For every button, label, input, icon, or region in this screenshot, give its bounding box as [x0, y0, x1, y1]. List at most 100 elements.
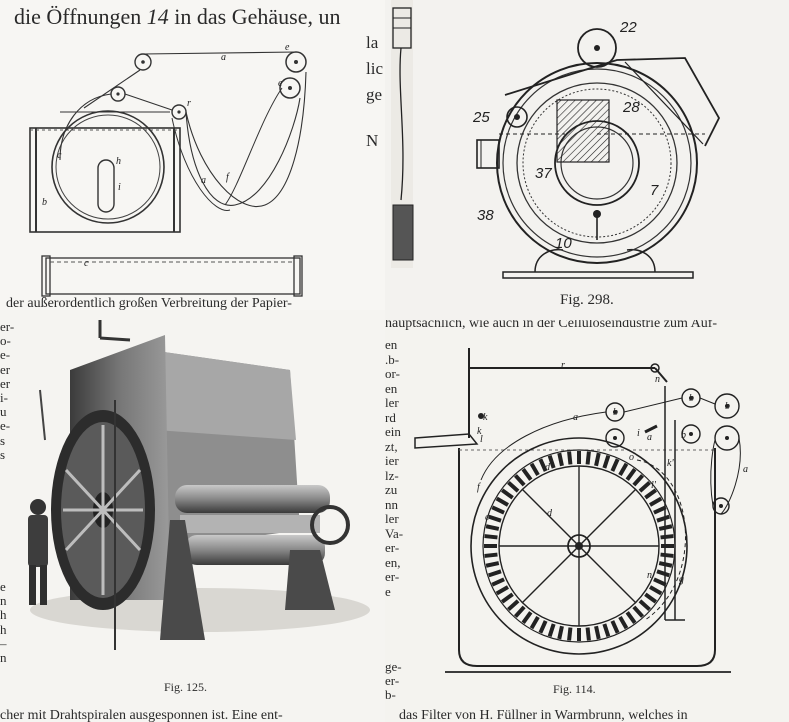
margin-fragment: er-	[385, 540, 400, 555]
margin-fragment: Va-	[385, 525, 404, 541]
drum-tooth	[491, 577, 505, 587]
left-margin-fragments-lower: e n h h – n	[0, 579, 16, 665]
diagram-label: k	[483, 412, 488, 423]
drum-tooth	[538, 458, 548, 472]
drum-tooth	[610, 620, 620, 634]
fig-125-caption: Fig. 125.	[164, 680, 208, 694]
drum-tooth	[585, 627, 591, 641]
margin-fragment: u	[0, 404, 7, 420]
drum-tooth	[557, 625, 564, 640]
diagram-label: c	[57, 150, 62, 161]
drum-tooth	[644, 592, 658, 604]
diagram-label: l'	[651, 480, 657, 491]
diagram-label: a	[647, 432, 652, 443]
fig-114-caption: Fig. 114.	[553, 682, 596, 696]
drum-tooth	[656, 569, 670, 578]
drum-tooth	[644, 488, 658, 500]
margin-fragment: s	[0, 446, 6, 462]
margin-fragment: b-	[385, 687, 396, 703]
panel3-bottom-text: cher mit Drahtspiralen ausgesponnen ist.…	[0, 708, 283, 722]
margin-fragment: ier	[385, 453, 399, 468]
drum-tooth	[602, 623, 611, 637]
margin-fragment: i-	[0, 390, 8, 406]
felt-drum-diagram: a e e' r c h i b a f c	[29, 42, 307, 297]
diagram-label: d	[545, 462, 551, 473]
diagram-label: f	[226, 172, 230, 183]
drum-tooth	[632, 605, 645, 618]
drum-tooth	[618, 462, 629, 476]
figure-panel-top-left: die Öffnungen 14 in das Gehäuse, un la l…	[0, 0, 385, 310]
diagram-label: e	[285, 42, 290, 53]
diagram-label: 28	[622, 99, 640, 116]
drum-tooth	[529, 462, 540, 476]
margin-fragment: en	[385, 380, 398, 396]
drum-tooth	[484, 534, 498, 540]
drum-tooth	[632, 474, 645, 487]
drum-tooth	[660, 552, 674, 558]
panel1-right-fragment: lic	[366, 59, 383, 78]
margin-fragment: er-	[385, 673, 400, 689]
drum-tooth	[547, 623, 556, 637]
diagram-label: d	[547, 508, 553, 519]
diagram-label: b	[42, 197, 47, 208]
margin-fragment: s	[0, 432, 6, 448]
margin-fragment: ler	[385, 511, 399, 526]
drum-tooth	[638, 480, 651, 493]
drum-tooth	[653, 505, 667, 515]
figure-panel-bottom-right: hauptsächlich, wie auch in der Cellulose…	[385, 320, 789, 722]
drum-tooth	[485, 524, 500, 531]
margin-fragment: e-	[0, 347, 11, 363]
panel4-left-fragments: en .b- or- en ler rd ein zt, ier lz- zu …	[385, 337, 411, 599]
drum-tooth	[529, 616, 540, 630]
diagram-label: 37	[535, 165, 552, 182]
margin-fragment: e	[385, 583, 391, 599]
panel1-right-fragment: la	[366, 33, 379, 52]
margin-fragment: e	[0, 579, 6, 594]
fig-298-drawing: 22 25 28 37 7 38 10	[391, 0, 721, 279]
drum-tooth	[625, 467, 637, 481]
diagram-label: a	[221, 52, 226, 63]
margin-fragment: er-	[0, 319, 15, 334]
drum-tooth	[491, 505, 505, 515]
drum-tooth	[567, 451, 573, 465]
diagram-label: 10	[555, 235, 572, 252]
margin-fragment: o-	[0, 333, 11, 349]
diagram-label: b	[689, 393, 694, 404]
margin-fragment: or-	[385, 366, 400, 381]
margin-fragment: h	[0, 607, 7, 623]
drum-tooth	[649, 585, 663, 596]
diagram-label: c	[485, 512, 490, 523]
margin-fragment: nn	[385, 496, 398, 512]
drum-tooth	[488, 514, 502, 523]
diagram-label: b	[725, 401, 730, 412]
diagram-label: a	[743, 464, 748, 475]
drum-tooth	[513, 474, 526, 487]
drum-tooth	[625, 611, 637, 625]
diagram-label: 25	[472, 109, 490, 126]
margin-fragment: –	[0, 635, 7, 651]
panel1-top-text: die Öffnungen 14 in das Gehäuse, un	[14, 4, 341, 29]
drum-tooth	[484, 552, 498, 558]
diagram-label: k	[477, 426, 482, 437]
margin-fragment: ge-	[385, 659, 402, 674]
margin-fragment: ler	[385, 395, 399, 410]
margin-fragment: er	[0, 361, 11, 377]
drum-tooth	[557, 452, 564, 467]
diagram-label: e'	[278, 78, 285, 89]
margin-fragment: rd	[385, 409, 396, 425]
diagram-label: h	[116, 156, 121, 167]
drum-tooth	[567, 627, 573, 641]
margin-fragment: zu	[385, 482, 398, 497]
drum-tooth	[547, 455, 556, 469]
drum-tooth	[653, 577, 667, 587]
drum-tooth	[585, 451, 591, 465]
diagram-label: a	[201, 175, 206, 186]
margin-fragment: .b-	[385, 351, 400, 367]
drum-tooth	[660, 534, 674, 540]
drum-tooth	[656, 514, 670, 523]
margin-fragment: en,	[385, 554, 401, 570]
margin-fragment: lz-	[385, 467, 399, 483]
panel1-bottom-text: der außerordentlich großen Verbreitung d…	[6, 296, 292, 310]
margin-fragment: ein	[385, 424, 401, 439]
drum-tooth	[485, 561, 500, 568]
